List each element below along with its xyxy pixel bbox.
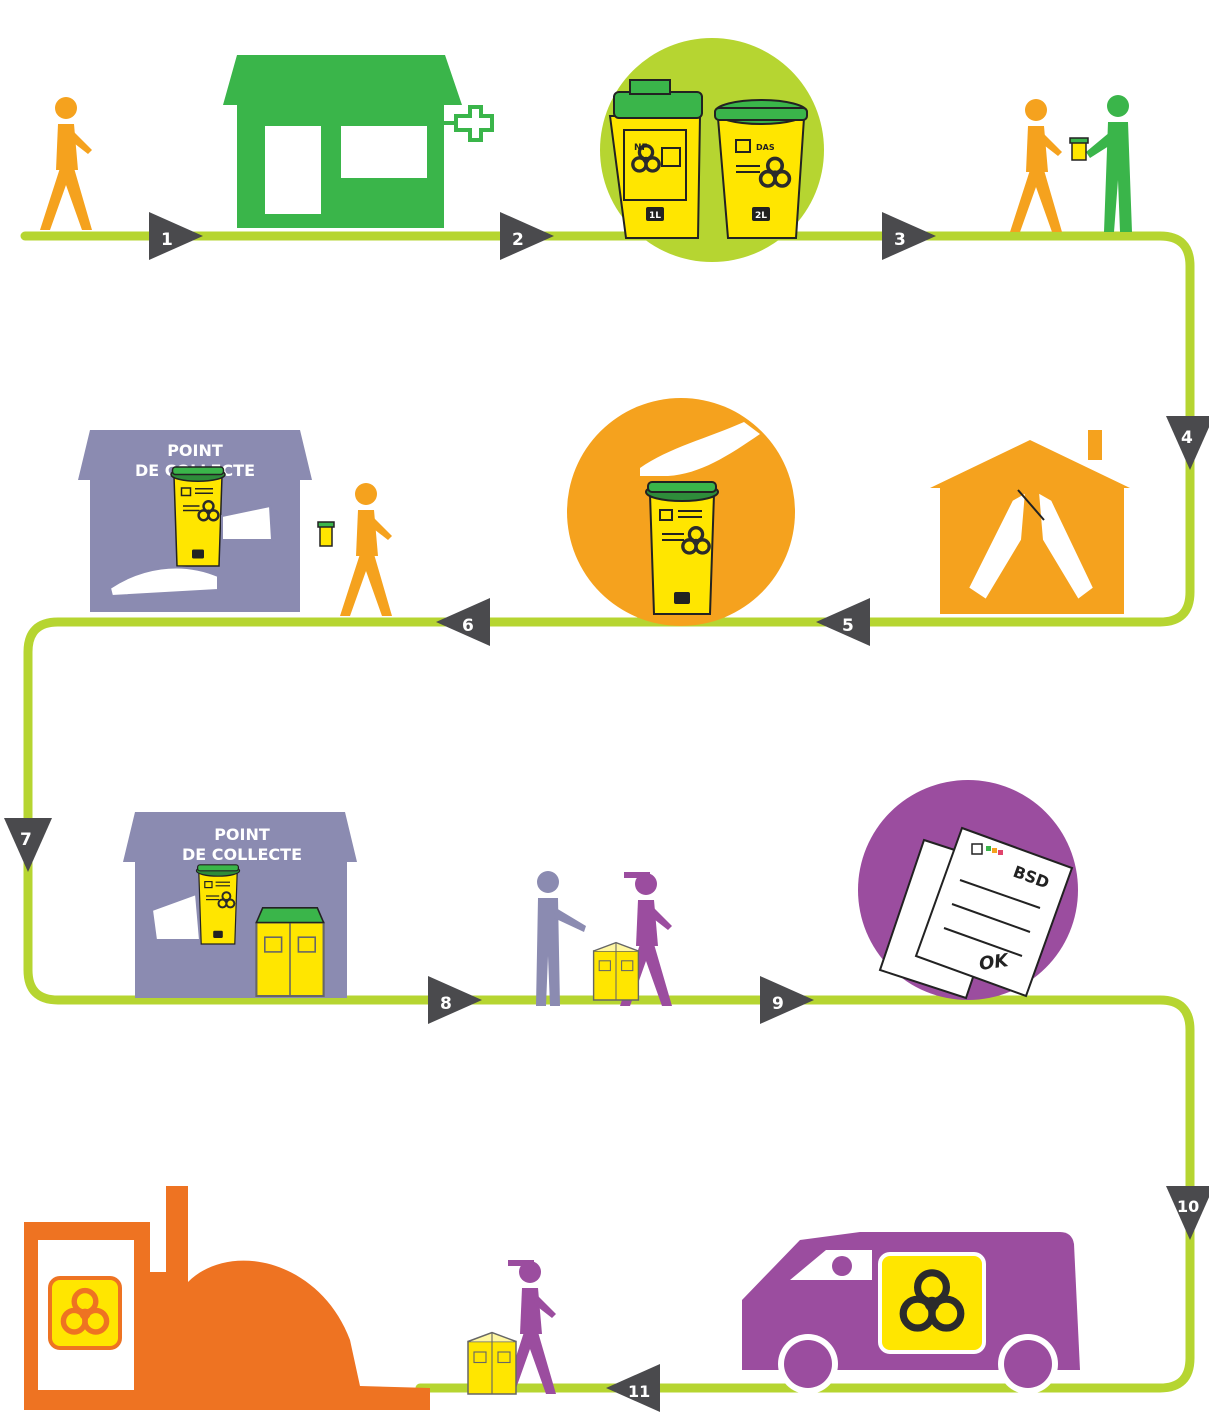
svg-text:1: 1 xyxy=(161,230,173,250)
step-5-arrow: 5 xyxy=(816,598,870,646)
step-7-arrow: 7 xyxy=(4,818,52,872)
svg-text:DAS: DAS xyxy=(756,143,775,152)
svg-text:3: 3 xyxy=(894,230,906,250)
svg-text:10: 10 xyxy=(1177,1197,1199,1216)
biohazard-icon xyxy=(60,1287,110,1335)
svg-text:POINT: POINT xyxy=(214,825,270,844)
svg-text:11: 11 xyxy=(628,1382,650,1401)
svg-text:5: 5 xyxy=(842,616,854,636)
svg-text:1L: 1L xyxy=(649,211,661,221)
svg-text:NF: NF xyxy=(634,143,648,153)
disposal-illustration xyxy=(567,398,795,626)
svg-text:POINT: POINT xyxy=(167,441,223,460)
svg-text:4: 4 xyxy=(1181,428,1193,448)
document-icon: BSD OK xyxy=(858,780,1078,1000)
collection-point-building: POINT DE COLLECTE xyxy=(123,812,357,998)
walking-person-icon xyxy=(40,97,92,230)
containers-illustration: NF 1L DAS 2L xyxy=(600,38,824,262)
process-path xyxy=(20,231,1195,1393)
step-10-arrow: 10 xyxy=(1166,1186,1209,1240)
handover-illustration xyxy=(1010,95,1132,232)
step-11-arrow: 11 xyxy=(606,1364,660,1412)
svg-text:8: 8 xyxy=(440,994,452,1014)
svg-text:2: 2 xyxy=(512,230,524,250)
pharmacy-icon xyxy=(223,55,494,228)
step-3-arrow: 3 xyxy=(882,212,936,260)
svg-text:9: 9 xyxy=(772,994,784,1014)
factory-icon xyxy=(24,1186,430,1410)
step-2-arrow: 2 xyxy=(500,212,554,260)
svg-text:DE COLLECTE: DE COLLECTE xyxy=(182,845,302,864)
container-2l-icon: DAS 2L xyxy=(714,99,808,239)
step-1-arrow: 1 xyxy=(149,212,203,260)
svg-text:2L: 2L xyxy=(755,211,767,221)
step-4-arrow: 4 xyxy=(1166,416,1209,470)
container-1l-icon: NF 1L xyxy=(608,79,703,239)
house-icon xyxy=(930,430,1130,614)
step-8-arrow: 8 xyxy=(428,976,482,1024)
courier-illustration xyxy=(467,1260,556,1395)
svg-text:OK: OK xyxy=(978,950,1012,975)
handover-illustration xyxy=(536,871,672,1006)
collection-point-building: POINT DE COLLECTE xyxy=(78,430,312,612)
step-9-arrow: 9 xyxy=(760,976,814,1024)
svg-text:7: 7 xyxy=(20,830,32,850)
van-icon xyxy=(742,1232,1080,1394)
step-6-arrow: 6 xyxy=(436,598,490,646)
svg-text:6: 6 xyxy=(462,616,474,636)
cardboard-box-icon xyxy=(255,907,325,998)
walking-person-icon xyxy=(340,483,392,616)
